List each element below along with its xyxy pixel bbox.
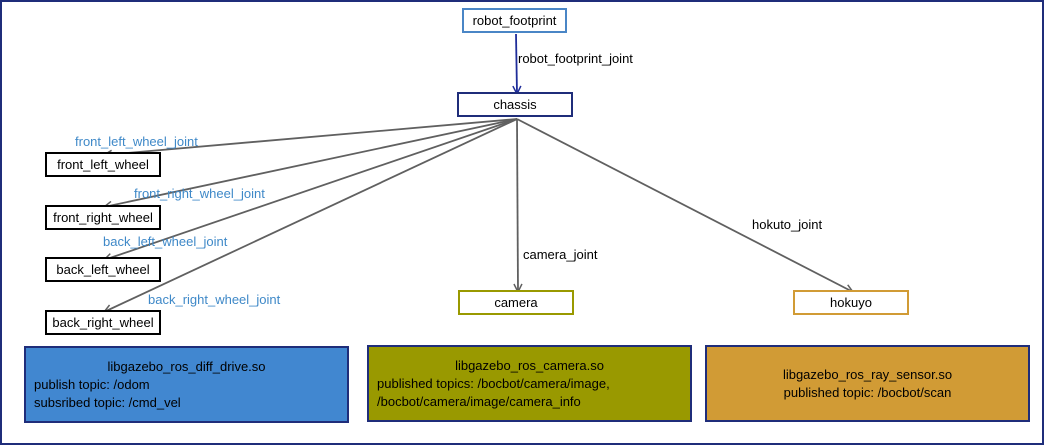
- edge-chassis-to-front-right-wheel: [104, 118, 518, 207]
- edge-chassis-to-camera: [517, 118, 518, 292]
- node-front-left-wheel: front_left_wheel: [45, 152, 161, 177]
- joint-label-hokuto: hokuto_joint: [752, 217, 823, 232]
- plugin-camera-topic-1: published topics: /bocbot/camera/image,: [377, 376, 610, 391]
- plugin-diff-drive-name: libgazebo_ros_diff_drive.so: [107, 359, 266, 374]
- node-back-left-wheel: back_left_wheel: [45, 257, 161, 282]
- node-hokuyo: hokuyo: [793, 290, 909, 315]
- plugin-ray-sensor-name: libgazebo_ros_ray_sensor.so: [782, 367, 953, 382]
- edge-chassis-to-back-right-wheel: [104, 118, 518, 312]
- plugin-camera-topic-2: /bocbot/camera/image/camera_info: [377, 394, 581, 409]
- joint-label-front-left-wheel: front_left_wheel_joint: [75, 134, 198, 149]
- joint-label-back-right-wheel: back_right_wheel_joint: [148, 292, 281, 307]
- node-robot-footprint: robot_footprint: [462, 8, 567, 33]
- joint-label-camera: camera_joint: [523, 247, 598, 262]
- plugin-camera: libgazebo_ros_camera.so published topics…: [367, 345, 692, 422]
- node-camera: camera: [458, 290, 574, 315]
- plugin-diff-drive-publish: publish topic: /odom: [34, 377, 150, 392]
- node-front-right-wheel: front_right_wheel: [45, 205, 161, 230]
- plugin-ray-sensor: libgazebo_ros_ray_sensor.so published to…: [705, 345, 1030, 422]
- edge-chassis-to-front-left-wheel: [104, 118, 518, 155]
- edge-chassis-to-back-left-wheel: [104, 118, 518, 260]
- joint-label-front-right-wheel: front_right_wheel_joint: [134, 186, 265, 201]
- node-chassis: chassis: [457, 92, 573, 117]
- edge-chassis-to-hokuyo: [516, 118, 853, 293]
- watermark-text: https://blog.csdn.net/ZhangRelay: [798, 421, 1032, 438]
- joint-label-robot-footprint: robot_footprint_joint: [518, 51, 633, 66]
- plugin-diff-drive-subscribe: subsribed topic: /cmd_vel: [34, 395, 181, 410]
- joint-label-back-left-wheel: back_left_wheel_joint: [103, 234, 228, 249]
- node-back-right-wheel: back_right_wheel: [45, 310, 161, 335]
- plugin-diff-drive: libgazebo_ros_diff_drive.so publish topi…: [24, 346, 349, 423]
- plugin-ray-sensor-topic: published topic: /bocbot/scan: [783, 385, 952, 400]
- plugin-camera-name: libgazebo_ros_camera.so: [455, 358, 604, 373]
- edge-robot-footprint-to-chassis: [516, 33, 517, 94]
